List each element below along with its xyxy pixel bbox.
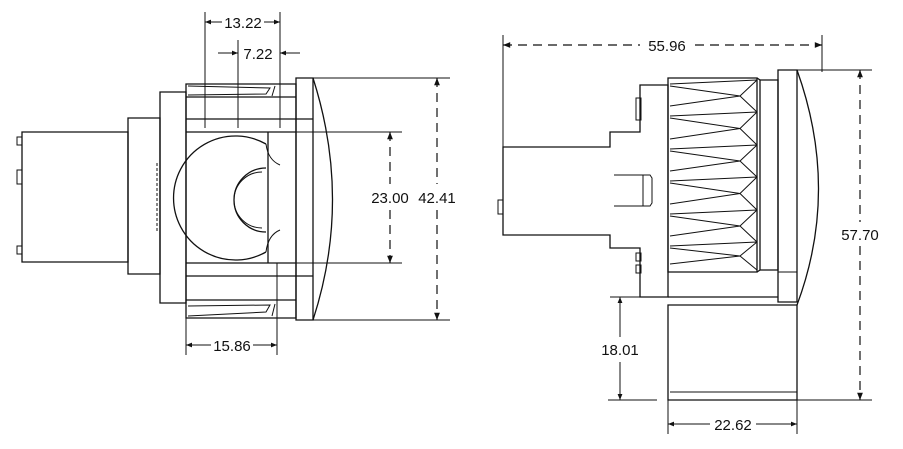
motor-body-side [497,84,669,298]
dim-label-55-96: 55.96 [648,38,686,55]
dim-label-13-22: 13.22 [224,15,262,32]
fin [669,111,758,146]
dim-label-23-00: 23.00 [371,190,409,207]
fin [669,144,758,178]
dimension-7-22: 7.22 [218,40,300,128]
dimension-15-86: 15.86 [185,263,278,355]
mounting-flange [127,117,161,275]
lens-socket [172,135,281,261]
ring-side [760,79,779,271]
side-view: 55.96 57.70 18.01 22.62 [497,35,879,434]
base-box [667,296,798,401]
dim-label-18-01: 18.01 [601,342,639,359]
motor-body [16,131,129,263]
dimension-18-01: 18.01 [601,296,668,401]
finned-body [667,77,761,273]
dimension-42-41: 42.41 [313,77,456,321]
dimension-57-70: 57.70 [797,69,879,401]
lens-side [777,69,820,306]
dimension-23-00: 23.00 [296,131,409,264]
dim-label-22-62: 22.62 [714,417,752,434]
dim-label-7-22: 7.22 [243,46,272,63]
dimension-22-62: 22.62 [667,400,798,434]
dim-label-57-70: 57.70 [841,227,879,244]
dimension-55-96: 55.96 [502,35,823,147]
dim-label-15-86: 15.86 [213,338,251,355]
front-lens [295,77,334,321]
fin [669,209,758,243]
dim-label-42-41: 42.41 [418,190,456,207]
fin [669,79,758,113]
front-view: 13.22 7.22 15.86 23.00 4 [16,12,456,355]
fin [669,241,758,271]
fin [669,176,758,211]
dimension-13-22: 13.22 [204,12,281,128]
